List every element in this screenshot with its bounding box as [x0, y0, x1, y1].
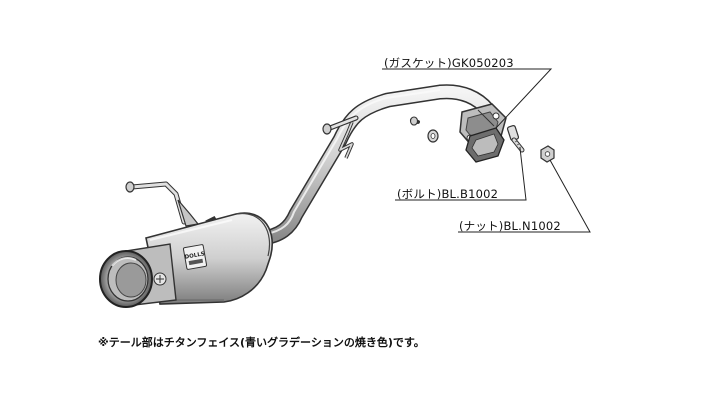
muffler-hanger-bracket [125, 181, 222, 229]
main-pipe [254, 84, 496, 246]
callout-leader-lines [382, 68, 591, 233]
tail-finish-note: ※テール部はチタンフェイス(青いグラデーションの焼き色)です。 [98, 336, 425, 349]
washer-part [427, 129, 439, 143]
bolt-callout: (ボルト)BL.B1002 [397, 187, 499, 201]
muffler-badge: DOLLS [182, 244, 208, 270]
nut-leader-line [458, 159, 591, 233]
tail-pipe-tip [99, 243, 177, 308]
nut-part [540, 145, 555, 163]
tip-logo-icon [153, 272, 167, 286]
bolt-leader-line [395, 147, 527, 201]
front-hanger-bracket [322, 115, 420, 159]
bolt-part [506, 125, 525, 153]
nut-callout: (ナット)BL.N1002 [459, 219, 561, 233]
gasket-leader-line [382, 68, 553, 129]
gasket-part [465, 127, 505, 163]
muffler-badge-text: DOLLS [184, 251, 205, 260]
muffler-body [145, 212, 274, 305]
gasket-callout: (ガスケット)GK050203 [384, 56, 514, 70]
